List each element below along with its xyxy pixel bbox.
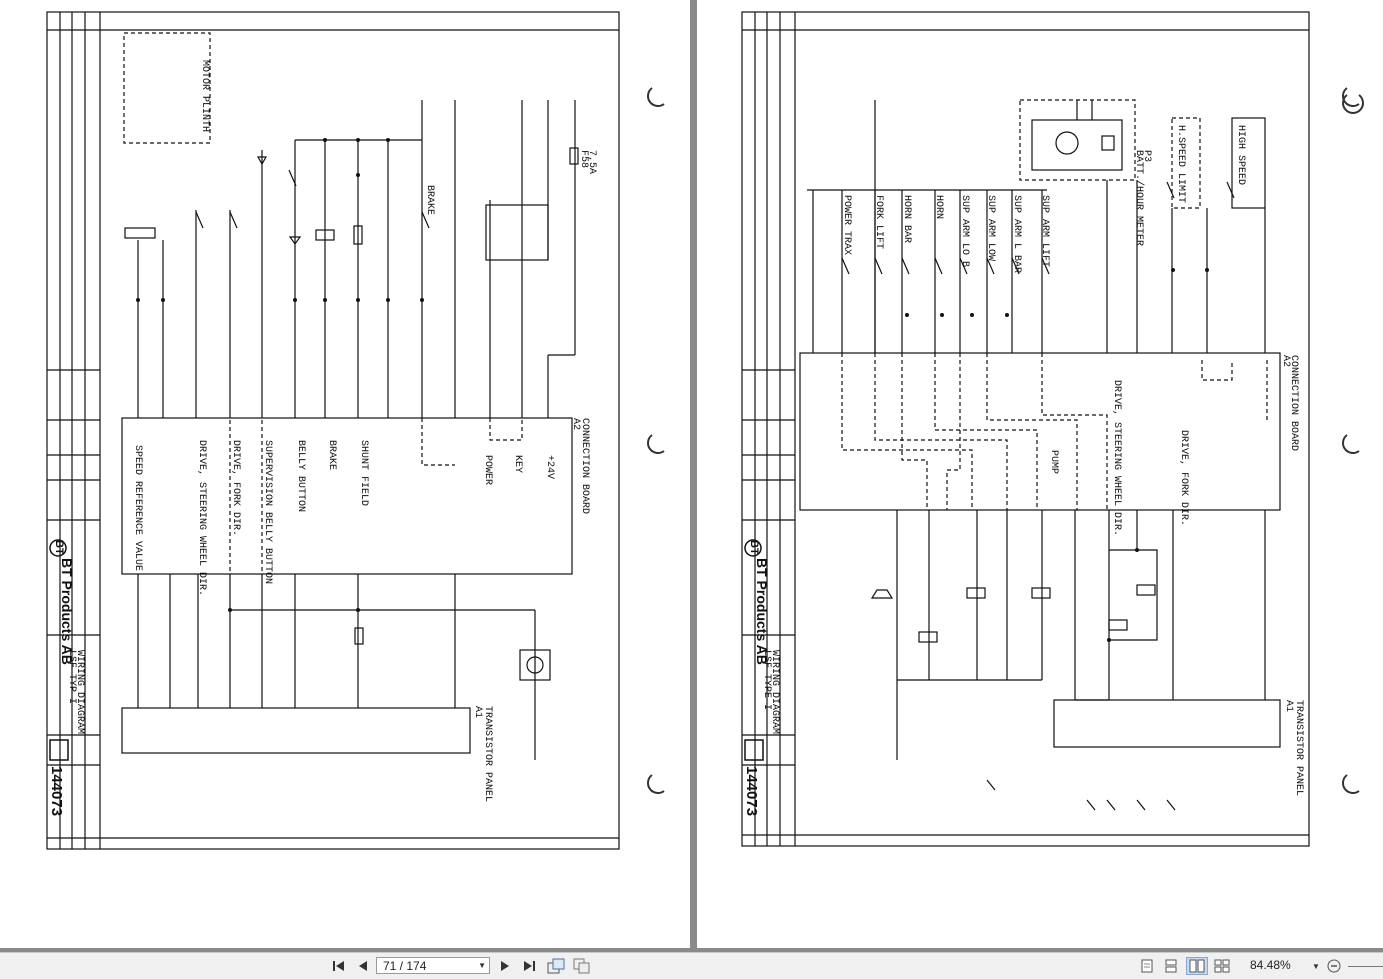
- pdf-page-left: MOTOR PLINTH CONNECTION BOARD A2 TRANSIS…: [0, 0, 690, 948]
- first-page-icon: [333, 961, 344, 971]
- panel-ref-label: A1: [472, 706, 483, 718]
- fuse-rating-label: 7,5A: [586, 150, 597, 174]
- first-page-button[interactable]: [330, 957, 348, 975]
- title-block-diagram: WIRING DIAGRAM: [74, 650, 85, 734]
- zoom-level[interactable]: 84.48%: [1250, 958, 1291, 972]
- two-page-view-button[interactable]: [1186, 957, 1208, 975]
- single-page-icon: [1141, 959, 1153, 973]
- two-page-continuous-icon: [1214, 959, 1230, 973]
- pump-label: PUMP: [1048, 450, 1059, 474]
- company-name: BT Products AB: [59, 558, 75, 665]
- zoom-slider[interactable]: [1348, 966, 1383, 967]
- export-button[interactable]: [546, 957, 566, 975]
- belly-button-label: BELLY BUTTON: [295, 440, 306, 512]
- board-ref-label: A2: [570, 418, 581, 430]
- drive-fork-label-r: DRIVE, FORK DIR.: [1178, 430, 1189, 526]
- zoom-out-icon: [1327, 959, 1341, 973]
- drive-steer-label-r: DRIVE, STEERING WHEEL DIR.: [1111, 380, 1122, 536]
- supervision-label: SUPERVISION BELLY BUTTON: [262, 440, 273, 584]
- key-label: KEY: [512, 455, 523, 473]
- chevron-down-icon: ▼: [478, 961, 486, 970]
- bt-logo-r: BT: [748, 540, 760, 555]
- chevron-down-icon: ▼: [1312, 961, 1320, 971]
- board-ref-label-r: A2: [1280, 355, 1291, 367]
- h-speed-label: H.SPEED LIMIT: [1175, 125, 1186, 203]
- company-name-r: BT Products AB: [754, 558, 770, 665]
- schematic-left: MOTOR PLINTH CONNECTION BOARD A2 TRANSIS…: [46, 11, 620, 850]
- next-page-icon: [501, 961, 509, 971]
- drive-steer-label: DRIVE, STEERING WHEEL DIR.: [196, 440, 207, 596]
- two-page-continuous-button[interactable]: [1212, 957, 1232, 975]
- title-block-diagram-r: WIRING DIAGRAM: [769, 650, 780, 734]
- title-block-type: LSF TYP I: [66, 650, 77, 704]
- prev-page-button[interactable]: [354, 957, 372, 975]
- panel-ref-label-r: A1: [1283, 700, 1294, 712]
- two-page-icon: [1189, 959, 1205, 973]
- drawing-number-r: 144073: [743, 766, 760, 816]
- document-viewport[interactable]: MOTOR PLINTH CONNECTION BOARD A2 TRANSIS…: [0, 0, 1383, 952]
- transistor-panel-label: TRANSISTOR PANEL: [482, 706, 493, 802]
- export-icon: [547, 958, 565, 974]
- motor-plinth-label: MOTOR PLINTH: [199, 60, 210, 132]
- zoom-out-button[interactable]: [1326, 957, 1342, 975]
- shunt-field-label: SHUNT FIELD: [358, 440, 369, 506]
- transistor-panel-label-r: TRANSISTOR PANEL: [1293, 700, 1304, 796]
- last-page-icon: [524, 961, 535, 971]
- pdf-page-right: CONNECTION BOARD A2 TRANSISTOR PANEL A1 …: [697, 0, 1383, 948]
- meter-ref-label: P3: [1141, 150, 1152, 162]
- slip-arm-lift-label: SUP ARM LIFT: [1039, 195, 1050, 267]
- fork-lift-label: FORK LIFT: [873, 195, 884, 249]
- connection-board-label: CONNECTION BOARD: [579, 418, 590, 514]
- single-page-view-button[interactable]: [1138, 957, 1156, 975]
- copy-button[interactable]: [572, 957, 592, 975]
- power-trax-label: POWER TRAX: [841, 195, 852, 255]
- viewer-toolbar: 71 / 174 ▼ 84.48% ▼: [0, 952, 1383, 979]
- v24-label: +24V: [544, 455, 555, 479]
- next-page-button[interactable]: [496, 957, 514, 975]
- page-number-text: 71 / 174: [383, 958, 427, 973]
- slip-arm-lo-b-label: SUP ARM LO B: [959, 195, 970, 267]
- brake-switch-label: BRAKE: [424, 185, 435, 215]
- drive-fork-label: DRIVE, FORK DIR.: [230, 440, 241, 536]
- slip-arm-low-label: SUP ARM LOW: [985, 195, 996, 261]
- schematic-right: CONNECTION BOARD A2 TRANSISTOR PANEL A1 …: [741, 11, 1364, 847]
- page-number-select[interactable]: 71 / 174 ▼: [376, 957, 490, 974]
- brake-label: BRAKE: [326, 440, 337, 470]
- connection-board-label-r: CONNECTION BOARD: [1288, 355, 1299, 451]
- horn-bar-label: HORN BAR: [901, 195, 912, 243]
- continuous-view-button[interactable]: [1162, 957, 1180, 975]
- bt-logo: BT: [53, 540, 65, 555]
- slip-arm-l-bar-label: SUP ARM L BAR: [1011, 195, 1022, 273]
- punch-marks-left: [647, 87, 665, 794]
- zoom-dropdown-button[interactable]: ▼: [1310, 957, 1322, 975]
- last-page-button[interactable]: [520, 957, 538, 975]
- copy-icon: [573, 958, 590, 974]
- punch-marks-right: [1342, 87, 1360, 794]
- continuous-page-icon: [1165, 959, 1177, 973]
- fuse-ref-label: F58: [578, 150, 589, 168]
- power-label: POWER: [482, 455, 493, 485]
- drawing-number: 144073: [48, 766, 65, 816]
- horn-label: HORN: [933, 195, 944, 219]
- batt-meter-label: BATT./HOUR METER: [1133, 150, 1145, 246]
- prev-page-icon: [359, 961, 367, 971]
- high-speed-label: HIGH SPEED: [1235, 125, 1246, 185]
- speed-ref-label: SPEED REFERENCE VALUE: [132, 445, 143, 571]
- title-block-type-r: LSF TYPE I: [761, 650, 772, 710]
